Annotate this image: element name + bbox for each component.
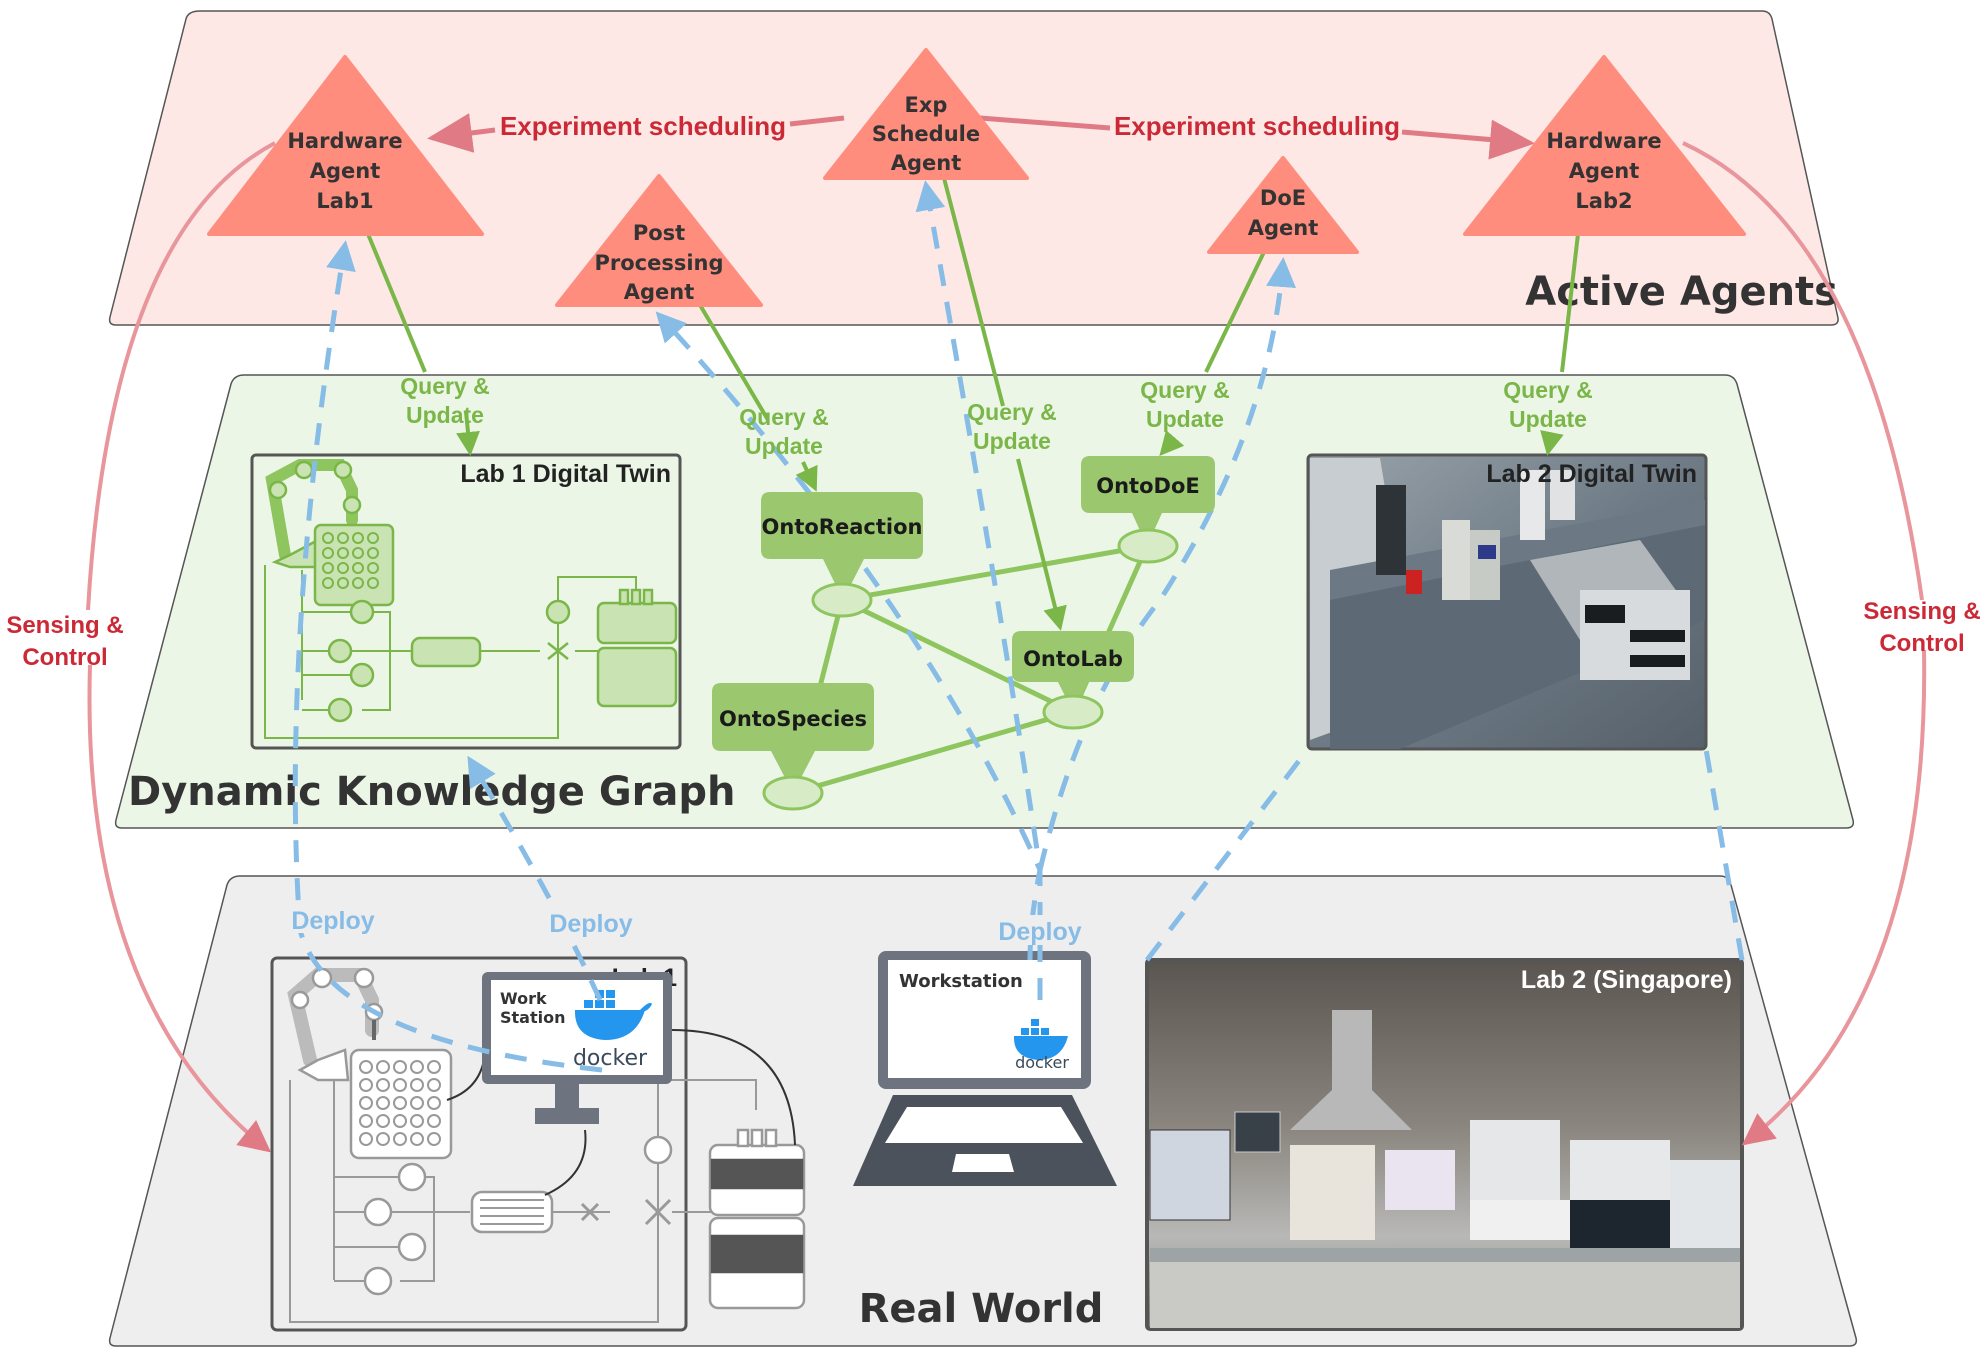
agent-label-line: Processing: [594, 251, 723, 275]
lab2-photo[interactable]: Lab 2 (Singapore): [1145, 958, 1744, 1331]
agent-label-line: Post: [633, 221, 685, 245]
active-agents-title: Active Agents: [1525, 269, 1838, 315]
workstation-docker-word: docker: [1015, 1053, 1069, 1072]
deploy-label: Deploy: [998, 918, 1081, 946]
sensing-control-label: Control: [22, 644, 107, 671]
agent-hardware-lab1[interactable]: Hardware Agent Lab1: [207, 55, 484, 236]
agent-doe[interactable]: DoE Agent: [1207, 156, 1359, 254]
deploy-labels: Deploy Deploy Deploy: [285, 903, 1084, 946]
onto-doe[interactable]: OntoDoE: [1081, 456, 1215, 564]
onto-lab[interactable]: OntoLab: [1012, 631, 1134, 730]
lab1-real[interactable]: Lab 1: [270, 956, 806, 1332]
agent-label-line: Hardware: [1546, 129, 1661, 153]
query-update-labels: Query & Update Query & Update Query & Up…: [400, 373, 1592, 459]
agent-label-line: Schedule: [872, 122, 980, 146]
agent-label-line: Agent: [310, 159, 381, 183]
query-update-label: Query &: [1503, 377, 1592, 403]
lab1-twin-schematic: [264, 459, 678, 739]
query-update-label: Update: [973, 428, 1051, 454]
deploy-label: Deploy: [291, 907, 374, 935]
lab1-schematic: [287, 967, 806, 1323]
lab1-workstation-monitor[interactable]: Work Station docker: [482, 972, 672, 1124]
query-update-label: Query &: [1140, 377, 1229, 403]
onto-species[interactable]: OntoSpecies: [712, 683, 874, 811]
query-update-label: Query &: [967, 399, 1056, 425]
agent-label-line: Lab1: [316, 189, 373, 213]
sensing-control-labels: Sensing & Control Sensing & Control: [6, 598, 1980, 671]
agent-post-processing[interactable]: Post Processing Agent: [555, 174, 763, 307]
onto-reaction-label: OntoReaction: [762, 515, 923, 539]
query-update-label: Update: [1146, 406, 1224, 432]
agent-label-line: Exp: [905, 93, 948, 117]
agent-label-line: Agent: [891, 151, 962, 175]
agent-label-line: Agent: [624, 280, 695, 304]
query-update-label: Query &: [400, 373, 489, 399]
lab1-digital-twin-title: Lab 1 Digital Twin: [460, 460, 671, 488]
onto-lab-label: OntoLab: [1023, 647, 1123, 671]
experiment-scheduling-label-right: Experiment scheduling: [1114, 111, 1400, 141]
onto-reaction[interactable]: OntoReaction: [761, 492, 923, 618]
query-update-label: Query &: [739, 404, 828, 430]
agent-hardware-lab2[interactable]: Hardware Agent Lab2: [1463, 55, 1746, 236]
sensing-control-lines: [86, 141, 1927, 1153]
docker-icon: [1014, 1019, 1068, 1060]
scheduling-arrows: [427, 113, 1535, 160]
agent-label-line: Agent: [1248, 216, 1319, 240]
agent-exp-schedule[interactable]: Exp Schedule Agent: [823, 48, 1029, 180]
knowledge-graph-title: Dynamic Knowledge Graph: [128, 769, 736, 815]
agent-label-line: Lab2: [1575, 189, 1632, 213]
sensing-control-label: Sensing &: [1863, 598, 1980, 625]
workstation-laptop[interactable]: Workstation docker: [853, 951, 1117, 1186]
onto-species-label: OntoSpecies: [719, 707, 867, 731]
lab2-twin-render: [1310, 458, 1705, 749]
lab2-digital-twin[interactable]: Lab 2 Digital Twin: [1306, 453, 1708, 751]
agent-label-line: Hardware: [287, 129, 402, 153]
query-update-lines: [366, 177, 1580, 631]
real-world-title: Real World: [859, 1286, 1104, 1332]
onto-doe-label: OntoDoE: [1096, 474, 1199, 498]
lab2-digital-twin-title: Lab 2 Digital Twin: [1486, 460, 1697, 488]
lab1-digital-twin[interactable]: Lab 1 Digital Twin: [250, 453, 682, 750]
sensing-control-label: Sensing &: [6, 612, 123, 639]
query-update-label: Update: [406, 402, 484, 428]
lab2-photo-content: [1149, 1010, 1740, 1328]
query-update-label: Update: [745, 433, 823, 459]
agent-label-line: Agent: [1569, 159, 1640, 183]
workstation-label: Workstation: [899, 971, 1023, 992]
lab2-title: Lab 2 (Singapore): [1521, 966, 1732, 994]
lab1-workstation-label-2: Station: [500, 1008, 565, 1027]
experiment-scheduling-label-left: Experiment scheduling: [500, 111, 786, 141]
deploy-label: Deploy: [549, 910, 632, 938]
deploy-lines: [292, 180, 1745, 1073]
lab1-workstation-label-1: Work: [500, 989, 547, 1008]
query-update-label: Update: [1509, 406, 1587, 432]
sensing-control-label: Control: [1879, 630, 1964, 657]
agent-label-line: DoE: [1260, 186, 1306, 210]
